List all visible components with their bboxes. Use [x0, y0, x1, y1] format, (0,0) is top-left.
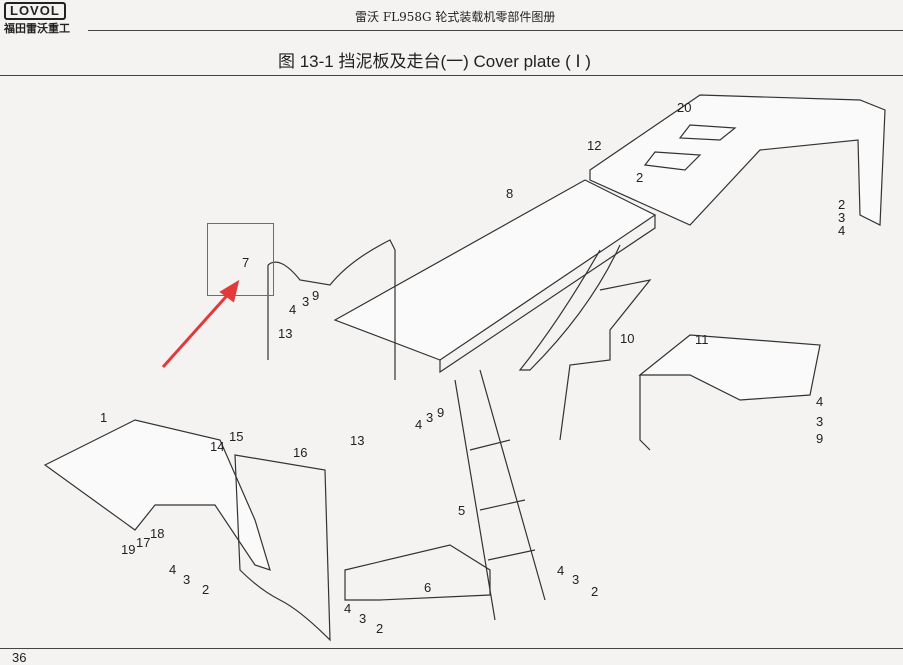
callout: 20 — [677, 100, 692, 115]
callout: 3 — [816, 414, 824, 429]
bracket-6 — [344, 544, 491, 601]
callout: 15 — [229, 429, 244, 444]
callout: 3 — [572, 572, 580, 587]
callout: 4 — [557, 563, 565, 578]
lovol-logo: LOVOL — [4, 2, 66, 20]
lovol-logo-subtext: 福田雷沃重工 — [4, 23, 70, 35]
callout: 3 — [302, 294, 310, 309]
callout: 8 — [506, 186, 514, 201]
callout: 2 — [636, 170, 644, 185]
annotation-highlight-box — [207, 223, 274, 296]
callout: 3 — [183, 572, 191, 587]
callout: 2 — [591, 584, 599, 599]
callout: 4 — [344, 601, 352, 616]
figure-title: 图 13-1 挡泥板及走台(一) Cover plate ( Ⅰ ) — [278, 52, 591, 71]
callout: 1 — [100, 410, 108, 425]
callout: 2 — [838, 197, 846, 212]
callout: 6 — [424, 580, 432, 595]
cover-plate-20 — [589, 94, 886, 226]
mud-flap-14 — [234, 454, 331, 642]
callout: 4 — [289, 302, 297, 317]
page-number: 36 — [12, 650, 27, 665]
walkway-platform-8 — [333, 179, 657, 374]
callout: 2 — [202, 582, 210, 597]
callout: 13 — [278, 326, 293, 341]
header-rule — [88, 30, 903, 31]
footer-rule — [0, 648, 903, 649]
callout: 5 — [458, 503, 466, 518]
fender-1 — [43, 419, 271, 571]
callout: 13 — [350, 433, 365, 448]
callout: 14 — [210, 439, 225, 454]
callout: 4 — [415, 417, 423, 432]
callout: 2 — [376, 621, 384, 636]
callout: 3 — [359, 611, 367, 626]
book-title: 雷沃 FL958G 轮式装载机零部件图册 — [355, 10, 556, 24]
callout: 3 — [426, 410, 434, 425]
callout: 9 — [437, 405, 445, 420]
handrail-10 — [559, 279, 652, 441]
callout: 11 — [695, 332, 709, 347]
callout: 4 — [816, 394, 824, 409]
callout: 12 — [587, 138, 602, 153]
title-rule — [0, 75, 903, 76]
callout: 18 — [150, 526, 165, 541]
callout: 16 — [293, 445, 308, 460]
callout: 19 — [121, 542, 136, 557]
callout: 9 — [816, 431, 824, 446]
callout: 10 — [620, 331, 635, 346]
callout: 17 — [136, 535, 151, 550]
callout: 4 — [838, 223, 846, 238]
callout: 4 — [169, 562, 177, 577]
callout: 9 — [312, 288, 320, 303]
callout: 3 — [838, 210, 846, 225]
ladder-5 — [454, 369, 546, 621]
handrail-7 — [267, 239, 396, 380]
callout: 7 — [242, 255, 250, 270]
step-bracket-11 — [638, 334, 821, 451]
